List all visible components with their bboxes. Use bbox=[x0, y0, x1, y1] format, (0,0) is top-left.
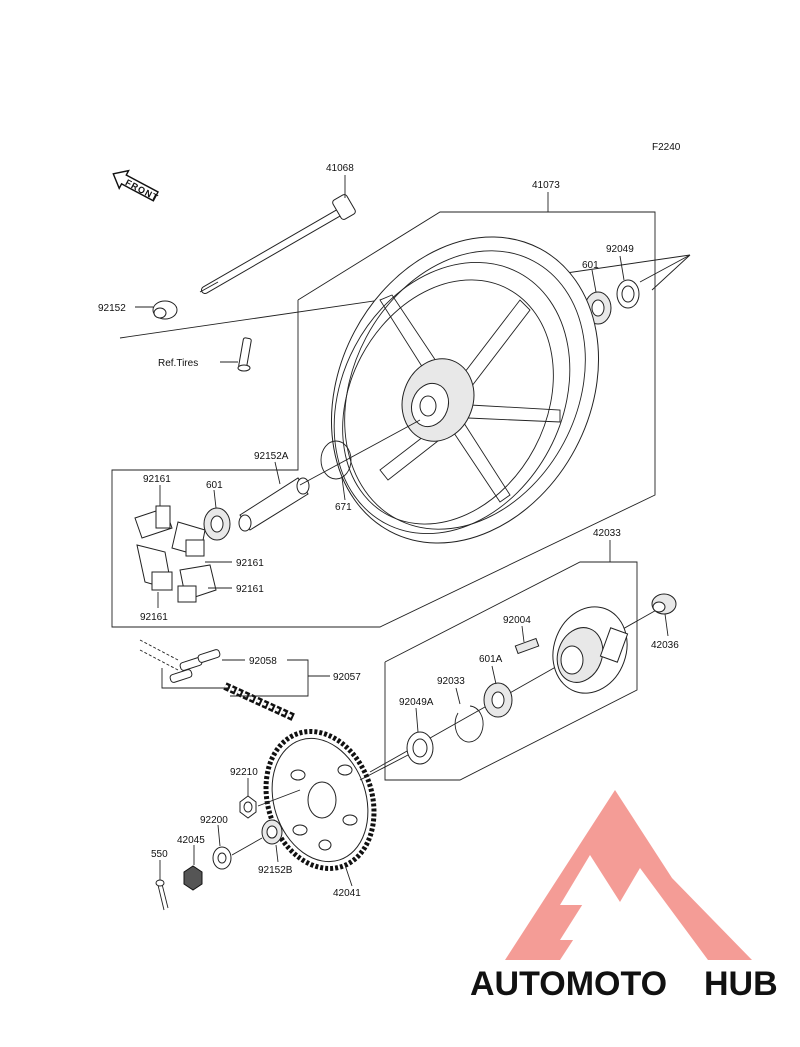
collar-92152A bbox=[238, 477, 310, 532]
circlip-92033 bbox=[454, 705, 484, 743]
part-42045: 42045 bbox=[177, 835, 205, 846]
part-92152: 92152 bbox=[98, 303, 126, 314]
collar-92152 bbox=[152, 300, 178, 320]
damper-92161-d bbox=[177, 564, 217, 603]
o-ring-671 bbox=[320, 440, 352, 480]
part-550: 550 bbox=[151, 849, 168, 860]
part-601-upper: 601 bbox=[582, 260, 599, 271]
part-42041: 42041 bbox=[333, 888, 361, 899]
part-92161-mid: 92161 bbox=[236, 558, 264, 569]
part-92210: 92210 bbox=[230, 767, 258, 778]
watermark-text-a: AUTOMOTO bbox=[470, 965, 667, 1003]
rear-sprocket-42041 bbox=[263, 729, 377, 871]
damper-92161-b bbox=[171, 521, 206, 557]
bearing-601-lower bbox=[203, 507, 231, 541]
ref-tires-label: Ref.Tires bbox=[158, 358, 198, 369]
seal-92049A bbox=[406, 731, 434, 765]
part-92033: 92033 bbox=[437, 676, 465, 687]
part-41068: 41068 bbox=[326, 163, 354, 174]
damper-92161-c bbox=[136, 544, 173, 591]
bearing-601A bbox=[483, 682, 513, 718]
part-42036: 42036 bbox=[651, 640, 679, 651]
part-92152A: 92152A bbox=[254, 451, 289, 462]
part-92161-bottom: 92161 bbox=[140, 612, 168, 623]
chain-link-92058 bbox=[161, 649, 230, 689]
part-92161-low: 92161 bbox=[236, 584, 264, 595]
rear-wheel-41073 bbox=[330, 236, 600, 544]
part-601A: 601A bbox=[479, 654, 503, 665]
part-92152B: 92152B bbox=[258, 865, 293, 876]
part-92161-top: 92161 bbox=[143, 474, 171, 485]
automotohub-logo: AUTOMOTO HUB bbox=[470, 790, 778, 1003]
nut-92210 bbox=[239, 795, 257, 819]
part-92049: 92049 bbox=[606, 244, 634, 255]
drive-chain-92057 bbox=[139, 639, 297, 722]
hub-group-outline bbox=[384, 561, 638, 781]
part-92200: 92200 bbox=[200, 815, 228, 826]
axle-41068 bbox=[199, 194, 356, 294]
castle-nut-42045 bbox=[183, 865, 203, 891]
collar-92152B bbox=[261, 819, 283, 845]
collar-42036 bbox=[651, 593, 677, 615]
part-92058: 92058 bbox=[249, 656, 277, 667]
wheel-group-outline bbox=[111, 211, 656, 628]
part-92057: 92057 bbox=[333, 672, 361, 683]
front-arrow-icon: FRONT bbox=[112, 169, 160, 203]
cotter-pin-550 bbox=[155, 879, 169, 911]
valve-stem bbox=[237, 337, 252, 372]
stud-92004 bbox=[514, 637, 540, 655]
part-92004: 92004 bbox=[503, 615, 531, 626]
damper-92161-a bbox=[134, 505, 173, 539]
watermark-text-b: HUB bbox=[704, 965, 778, 1003]
washer-92200 bbox=[212, 846, 232, 870]
part-41073: 41073 bbox=[532, 180, 560, 191]
seal-92049 bbox=[616, 279, 640, 309]
part-92049A: 92049A bbox=[399, 697, 434, 708]
part-601-lower: 601 bbox=[206, 480, 223, 491]
part-671: 671 bbox=[335, 502, 352, 513]
sprocket-coupling-42033 bbox=[552, 606, 629, 694]
part-42033: 42033 bbox=[593, 528, 621, 539]
figure-code: F2240 bbox=[652, 142, 681, 153]
